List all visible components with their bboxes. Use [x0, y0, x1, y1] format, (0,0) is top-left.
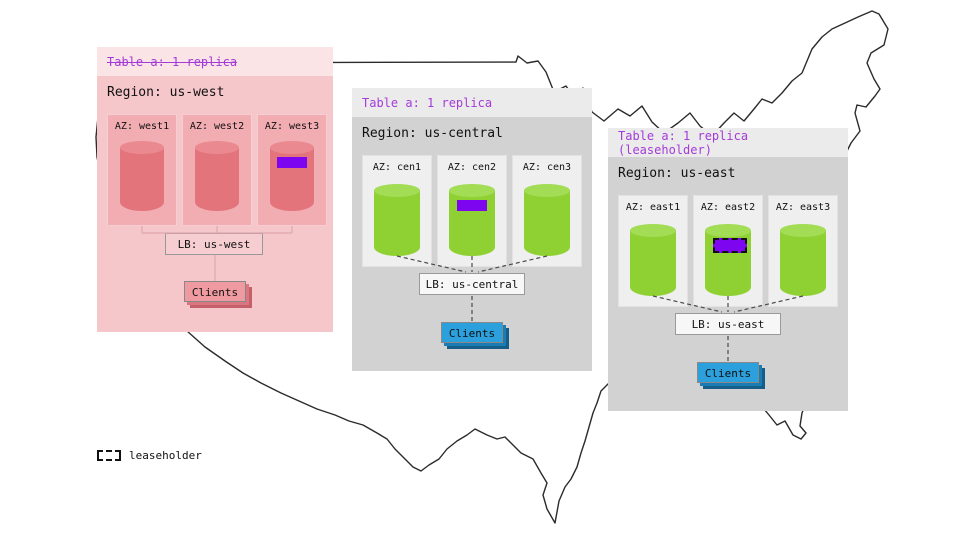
- cylinder-top: [524, 184, 570, 197]
- az-box-cen1: AZ: cen1: [362, 155, 432, 267]
- az-box-cen3: AZ: cen3: [512, 155, 582, 267]
- az-box-east1: AZ: east1: [618, 195, 688, 307]
- az-box-east2: AZ: east2: [693, 195, 763, 307]
- az-box-cen2: AZ: cen2: [437, 155, 507, 267]
- database-cylinder: [449, 184, 495, 256]
- region-panel-us-central: Table a: 1 replica Region: us-central AZ…: [352, 88, 592, 371]
- table-replica-label: Table a: 1 replica (leaseholder): [618, 128, 749, 157]
- az-row: AZ: east1 AZ: east2 AZ: east3: [618, 195, 838, 307]
- replica-chip: [457, 200, 487, 211]
- cylinder-top: [374, 184, 420, 197]
- cylinder-body: [120, 147, 164, 211]
- az-label: AZ: cen1: [372, 162, 422, 173]
- az-label: AZ: cen2: [447, 162, 497, 173]
- clients-box-us-central: Clients: [441, 322, 503, 343]
- az-label: AZ: cen3: [522, 162, 572, 173]
- table-replica-label: Table a: 1 replica: [362, 95, 493, 110]
- az-label: AZ: east1: [625, 202, 681, 213]
- database-cylinder: [270, 141, 314, 211]
- cylinder-body: [374, 190, 420, 256]
- region-panel-us-west: Table a: 1 replica Region: us-west AZ: w…: [97, 47, 333, 332]
- panel-header: Table a: 1 replica: [97, 47, 333, 76]
- cylinder-body: [780, 230, 826, 296]
- region-panel-us-east: Table a: 1 replica (leaseholder) Region:…: [608, 128, 848, 411]
- panel-header: Table a: 1 replica: [352, 88, 592, 117]
- cylinder-top: [449, 184, 495, 197]
- cylinder-top: [780, 224, 826, 237]
- database-cylinder: [524, 184, 570, 256]
- table-replica-label: Table a: 1 replica: [107, 54, 238, 69]
- leaseholder-replica-chip: [713, 238, 747, 253]
- az-box-west1: AZ: west1: [107, 114, 177, 226]
- az-label: AZ: west2: [189, 121, 245, 132]
- region-title: Region: us-central: [362, 126, 503, 141]
- az-label: AZ: west3: [264, 121, 320, 132]
- cylinder-body: [524, 190, 570, 256]
- cylinder-body: [195, 147, 239, 211]
- az-box-east3: AZ: east3: [768, 195, 838, 307]
- az-row: AZ: cen1 AZ: cen2 AZ: cen3: [362, 155, 582, 267]
- cylinder-top: [270, 141, 314, 154]
- clients-box-us-east: Clients: [697, 362, 759, 383]
- az-label: AZ: east2: [700, 202, 756, 213]
- cylinder-top: [195, 141, 239, 154]
- leaseholder-swatch-icon: [97, 450, 121, 461]
- az-row: AZ: west1 AZ: west2 AZ: west3: [107, 114, 327, 226]
- az-label: AZ: east3: [775, 202, 831, 213]
- database-cylinder: [120, 141, 164, 211]
- az-label: AZ: west1: [114, 121, 170, 132]
- clients-box-us-west: Clients: [184, 281, 246, 302]
- az-box-west2: AZ: west2: [182, 114, 252, 226]
- legend-label: leaseholder: [129, 449, 202, 462]
- load-balancer-us-central: LB: us-central: [419, 273, 525, 295]
- database-cylinder: [630, 224, 676, 296]
- region-title: Region: us-east: [618, 166, 736, 181]
- az-box-west3: AZ: west3: [257, 114, 327, 226]
- panel-header: Table a: 1 replica (leaseholder): [608, 128, 848, 157]
- cylinder-top: [630, 224, 676, 237]
- database-cylinder: [374, 184, 420, 256]
- replica-chip: [277, 157, 307, 168]
- cylinder-body: [630, 230, 676, 296]
- database-cylinder: [195, 141, 239, 211]
- database-cylinder: [780, 224, 826, 296]
- legend: leaseholder: [97, 449, 202, 462]
- database-cylinder: [705, 224, 751, 296]
- region-title: Region: us-west: [107, 85, 225, 100]
- load-balancer-us-east: LB: us-east: [675, 313, 781, 335]
- load-balancer-us-west: LB: us-west: [165, 233, 263, 255]
- cylinder-top: [705, 224, 751, 237]
- cylinder-top: [120, 141, 164, 154]
